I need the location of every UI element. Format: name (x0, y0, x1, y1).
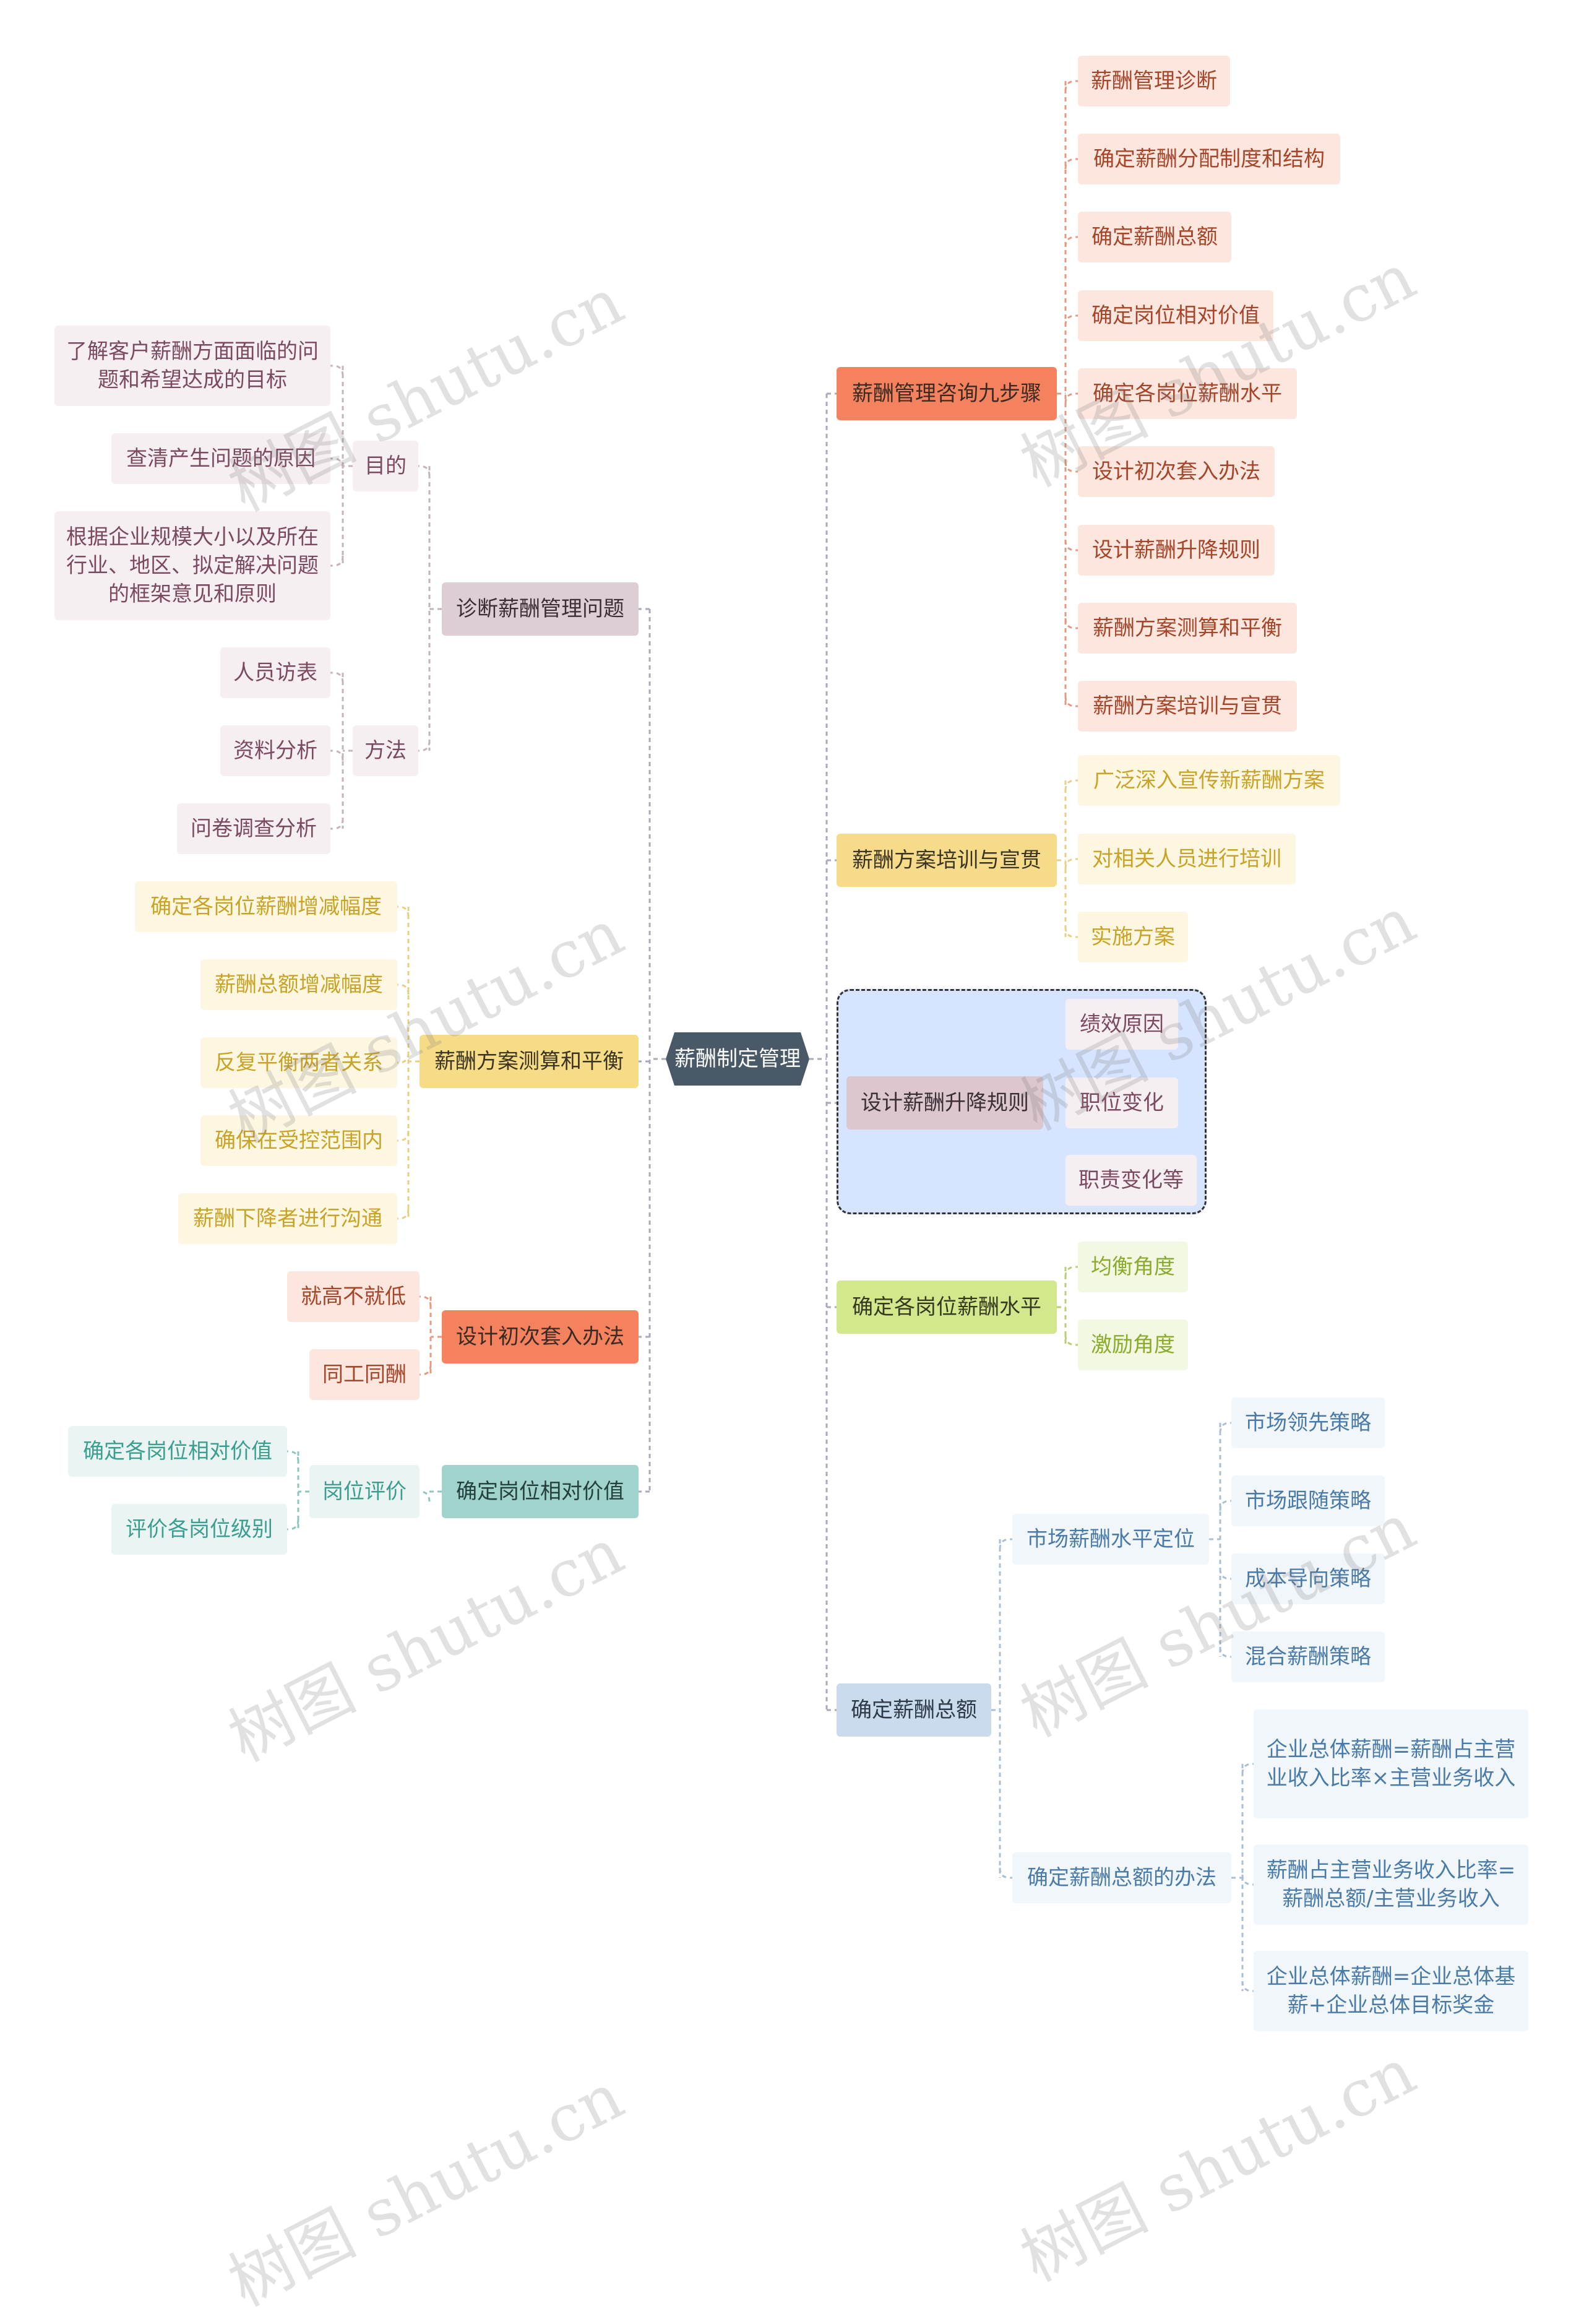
post-level-item-1[interactable]: 均衡角度 (1078, 1242, 1188, 1292)
adjust-rules-node[interactable]: 设计薪酬升降规则 (846, 1076, 1043, 1130)
training-link-branch-2 (1064, 927, 1078, 938)
adjust-rule-item-1[interactable]: 绩效原因 (1065, 999, 1178, 1050)
diagnose-link-branch-0 (418, 465, 431, 477)
total-market-node[interactable]: 市场薪酬水平定位 (1012, 1514, 1209, 1565)
total-link-branch-1 (999, 1867, 1012, 1879)
initial-node[interactable]: 设计初次套入办法 (442, 1310, 639, 1363)
nine-step-item-2[interactable]: 确定薪酬分配制度和结构 (1078, 134, 1340, 184)
mindmap-canvas: 薪酬制定管理薪酬管理咨询九步骤薪酬管理诊断确定薪酬分配制度和结构确定薪酬总额确定… (54, 56, 1528, 2321)
root-node[interactable]: 薪酬制定管理 (666, 1032, 809, 1086)
measure-link-branch-0 (397, 905, 410, 917)
nine-steps-link-branch-6 (1064, 540, 1078, 551)
nine-steps-link-branch-4 (1064, 392, 1078, 404)
nine-steps-link-branch-8 (1064, 696, 1078, 707)
market-strategy-2[interactable]: 市场跟随策略 (1231, 1475, 1385, 1526)
eval-link-branch-1 (287, 1519, 299, 1531)
total-method-node[interactable]: 确定薪酬总额的办法 (1012, 1852, 1231, 1903)
adjust-rule-item-2[interactable]: 职位变化 (1065, 1078, 1178, 1128)
measure-item-1[interactable]: 确定各岗位薪酬增减幅度 (135, 881, 397, 932)
training-item-2[interactable]: 对相关人员进行培训 (1078, 834, 1296, 884)
purpose-item-3[interactable]: 根据企业规模大小以及所在行业、地区、拟定解决问题的框架意见和原则 (54, 511, 330, 620)
nine-step-item-9[interactable]: 薪酬方案培训与宣贯 (1078, 681, 1297, 732)
market-link-branch-1 (1219, 1500, 1231, 1511)
nine-step-item-8[interactable]: 薪酬方案测算和平衡 (1078, 603, 1297, 654)
training-link-branch-1 (1064, 858, 1078, 870)
total-node[interactable]: 确定薪酬总额 (837, 1683, 991, 1737)
method-item-1[interactable]: 人员访表 (220, 647, 330, 698)
eval-link-branch-0 (287, 1450, 299, 1462)
initial-link-branch-0 (420, 1295, 432, 1307)
diagnose-method-node[interactable]: 方法 (353, 725, 418, 776)
relative-link-branch-0 (419, 1490, 431, 1502)
market-strategy-3[interactable]: 成本导向策略 (1231, 1553, 1385, 1604)
nine-steps-link-branch-2 (1064, 236, 1078, 248)
measure-link-branch-1 (397, 983, 410, 995)
training-link-branch-0 (1064, 779, 1078, 791)
total-link-branch-0 (999, 1538, 1012, 1550)
eval-item-2[interactable]: 评价各岗位级别 (111, 1504, 287, 1555)
measure-link-branch-3 (397, 1130, 410, 1142)
purpose-item-1[interactable]: 了解客户薪酬方面面临的问题和希望达成的目标 (54, 326, 330, 406)
total-formula-1[interactable]: 企业总体薪酬=薪酬占主营业收入比率×主营业务收入 (1254, 1709, 1528, 1818)
nine-step-item-3[interactable]: 确定薪酬总额 (1078, 212, 1231, 262)
eval-item-1[interactable]: 确定各岗位相对价值 (68, 1426, 287, 1477)
diag-method-link-branch-1 (330, 749, 344, 761)
purpose-link-branch-2 (330, 555, 344, 567)
nine-steps-link-branch-7 (1064, 618, 1078, 629)
relative-node[interactable]: 确定岗位相对价值 (442, 1465, 639, 1518)
diagnose-link-branch-1 (418, 740, 431, 752)
diag-method-link-branch-0 (330, 672, 344, 683)
nine-steps-link-branch-5 (1064, 461, 1078, 473)
measure-link-branch-2 (397, 1052, 410, 1064)
total-formula-3[interactable]: 企业总体薪酬=企业总体基薪+企业总体目标奖金 (1254, 1951, 1528, 2031)
market-strategy-1[interactable]: 市场领先策略 (1231, 1397, 1385, 1448)
measure-item-3[interactable]: 反复平衡两者关系 (200, 1037, 397, 1088)
initial-item-2[interactable]: 同工同酬 (309, 1349, 420, 1400)
measure-node[interactable]: 薪酬方案测算和平衡 (420, 1035, 639, 1088)
market-link-branch-3 (1219, 1646, 1231, 1658)
post-level-link-branch-0 (1064, 1266, 1078, 1277)
training-node[interactable]: 薪酬方案培训与宣贯 (837, 834, 1057, 887)
purpose-link-branch-0 (330, 365, 344, 376)
nine-step-item-1[interactable]: 薪酬管理诊断 (1078, 56, 1230, 106)
initial-item-1[interactable]: 就高不就低 (287, 1271, 420, 1322)
measure-item-2[interactable]: 薪酬总额增减幅度 (200, 959, 397, 1010)
method-link-branch-1 (1241, 1874, 1254, 1886)
measure-item-5[interactable]: 薪酬下降者进行沟通 (178, 1193, 397, 1244)
nine-steps-link-branch-1 (1064, 158, 1078, 170)
method-item-3[interactable]: 问卷调查分析 (177, 803, 330, 854)
total-formula-2[interactable]: 薪酬占主营业务收入比率=薪酬总额/主营业务收入 (1254, 1844, 1528, 1925)
nine-step-item-7[interactable]: 设计薪酬升降规则 (1078, 525, 1275, 576)
watermark-7: 树图 shutu.cn (217, 2058, 635, 2322)
diag-method-link-branch-2 (330, 818, 344, 830)
nine-steps-node[interactable]: 薪酬管理咨询九步骤 (837, 367, 1057, 420)
post-level-item-2[interactable]: 激励角度 (1078, 1320, 1188, 1370)
post-level-link-branch-1 (1064, 1334, 1078, 1346)
market-link-branch-2 (1219, 1568, 1231, 1580)
training-item-1[interactable]: 广泛深入宣传新薪酬方案 (1078, 755, 1340, 806)
relative-eval-node[interactable]: 岗位评价 (309, 1465, 420, 1518)
method-item-2[interactable]: 资料分析 (220, 725, 330, 776)
post-level-node[interactable]: 确定各岗位薪酬水平 (837, 1281, 1057, 1334)
purpose-item-2[interactable]: 查清产生问题的原因 (111, 433, 330, 484)
nine-step-item-6[interactable]: 设计初次套入办法 (1078, 446, 1275, 497)
nine-steps-link-branch-0 (1064, 80, 1078, 92)
method-link-branch-2 (1241, 1981, 1254, 1992)
nine-step-item-4[interactable]: 确定岗位相对价值 (1078, 290, 1273, 341)
measure-link-branch-4 (397, 1208, 410, 1220)
market-link-branch-0 (1219, 1422, 1231, 1433)
nine-steps-link-branch-3 (1064, 314, 1078, 326)
method-link-branch-0 (1241, 1763, 1254, 1774)
training-item-3[interactable]: 实施方案 (1078, 912, 1188, 962)
measure-item-4[interactable]: 确保在受控范围内 (200, 1115, 397, 1166)
nine-step-item-5[interactable]: 确定各岗位薪酬水平 (1078, 368, 1297, 419)
diagnose-node[interactable]: 诊断薪酬管理问题 (442, 582, 639, 636)
diagnose-purpose-node[interactable]: 目的 (353, 441, 418, 491)
purpose-link-branch-1 (330, 457, 344, 469)
adjust-rule-item-3[interactable]: 职责变化等 (1065, 1155, 1197, 1206)
initial-link-branch-1 (420, 1364, 432, 1376)
market-strategy-4[interactable]: 混合薪酬策略 (1231, 1631, 1385, 1682)
